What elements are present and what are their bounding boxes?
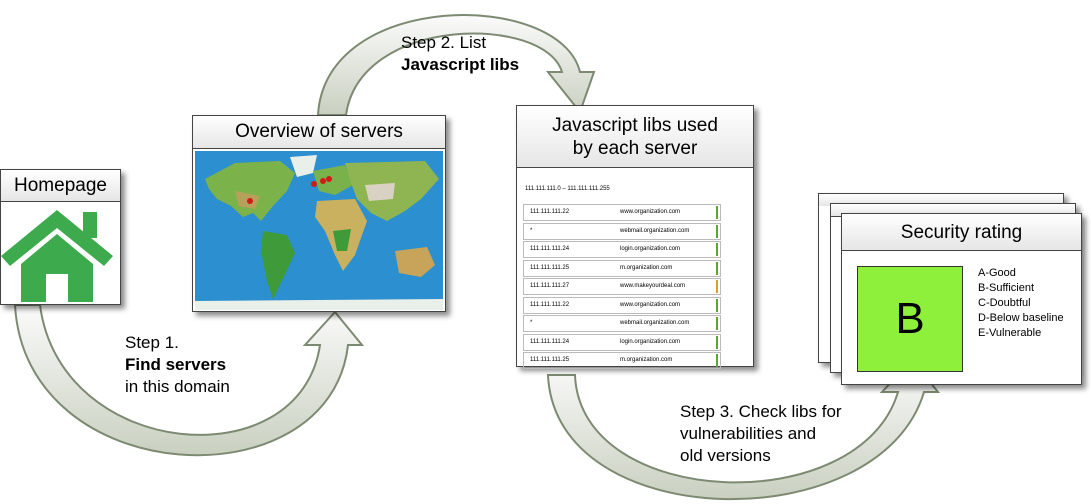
servers-overview-card: Overview of servers xyxy=(192,115,446,312)
status-indicator xyxy=(716,243,718,256)
rating-legend: A-Good B-Sufficient C-Doubtful D-Below b… xyxy=(978,266,1080,341)
server-host: login.organization.com xyxy=(620,338,681,345)
status-indicator xyxy=(716,280,718,293)
server-host: m.organization.com xyxy=(620,357,673,363)
step1-line2: Find servers xyxy=(125,355,227,374)
step2-line1: Step 2. List xyxy=(401,33,487,52)
server-host: www.organization.com xyxy=(620,301,681,308)
table-row: 111.111.111.22 www.organization.com xyxy=(523,296,721,314)
server-host: webmail.organization.com xyxy=(620,227,690,234)
server-ip: 111.111.111.25 xyxy=(530,357,570,363)
status-indicator xyxy=(716,206,718,219)
step2-label: Step 2. List Javascript libs xyxy=(401,32,519,76)
security-rating-title: Security rating xyxy=(842,214,1081,251)
server-ip: 111.111.111.25 xyxy=(530,264,570,271)
server-ip: 111.111.111.24 xyxy=(530,338,570,345)
status-indicator xyxy=(716,317,718,330)
status-indicator xyxy=(716,261,718,275)
server-host: www.organization.com xyxy=(620,209,681,215)
arrow-step2 xyxy=(316,14,596,116)
step2-line2: Javascript libs xyxy=(401,55,520,74)
server-ip: 111.111.111.22 xyxy=(530,301,570,308)
status-indicator xyxy=(716,298,718,312)
arrow-step1 xyxy=(13,304,365,457)
js-libs-title-line1: Javascript libs used xyxy=(552,115,718,136)
table-row: 111.111.111.25 m.organization.com xyxy=(523,259,721,277)
homepage-card: Homepage xyxy=(0,169,121,305)
step3-line3: old versions xyxy=(680,446,771,465)
table-row: 111.111.111.24 login.organization.com xyxy=(523,241,721,258)
server-ip: 111.111.111.24 xyxy=(530,246,570,252)
homepage-title: Homepage xyxy=(1,170,120,202)
js-libs-card: Javascript libs used by each server 111.… xyxy=(516,105,754,369)
world-map-image xyxy=(195,151,443,310)
server-ip: * xyxy=(530,227,533,234)
legend-item-c: C-Doubtful xyxy=(978,297,1031,309)
legend-item-a: A-Good xyxy=(978,267,1016,279)
table-row: 111.111.111.22 www.organization.com xyxy=(523,204,721,221)
step1-label: Step 1. Find servers in this domain xyxy=(125,332,230,398)
servers-overview-title: Overview of servers xyxy=(193,116,445,149)
status-indicator xyxy=(716,335,718,349)
table-row: 111.111.111.27 www.makeyourdeal.com xyxy=(523,278,721,295)
house-icon xyxy=(1,204,119,304)
legend-item-d: D-Below baseline xyxy=(978,312,1064,324)
server-ip: 111.111.111.22 xyxy=(530,209,570,215)
grade-letter: B xyxy=(895,294,925,343)
legend-item-b: B-Sufficient xyxy=(978,282,1035,294)
arrow-step3 xyxy=(546,358,941,500)
server-ip: 111.111.111.27 xyxy=(530,283,570,289)
server-host: www.makeyourdeal.com xyxy=(620,283,686,289)
step3-line1: Step 3. Check libs for xyxy=(680,402,842,421)
step1-line3: in this domain xyxy=(125,377,230,396)
server-host: m.organization.com xyxy=(620,264,673,271)
server-host: webmail.organization.com xyxy=(620,320,690,326)
security-rating-card: Security rating B A-Good B-Sufficient C-… xyxy=(841,213,1082,385)
server-ip: * xyxy=(530,320,533,326)
status-indicator xyxy=(716,224,718,238)
server-host: login.organization.com xyxy=(620,246,681,252)
grade-box: B xyxy=(857,266,963,372)
step3-line2: vulnerabilities and xyxy=(680,424,817,443)
ip-range-label: 111.111.111.0 – 111.111.111.255 xyxy=(525,186,610,192)
step3-label: Step 3. Check libs for vulnerabilities a… xyxy=(680,401,842,467)
js-libs-title: Javascript libs used by each server xyxy=(517,106,753,168)
legend-item-e: E-Vulnerable xyxy=(978,327,1042,339)
table-row: 111.111.111.24 login.organization.com xyxy=(523,333,721,351)
js-libs-table: 111.111.111.0 – 111.111.111.255 111.111.… xyxy=(517,168,752,369)
table-row: * webmail.organization.com xyxy=(523,315,721,332)
table-row: 111.111.111.25 m.organization.com xyxy=(523,352,721,369)
table-row: * webmail.organization.com xyxy=(523,222,721,240)
status-indicator xyxy=(716,354,718,367)
step1-line1: Step 1. xyxy=(125,333,179,352)
js-libs-title-line2: by each server xyxy=(572,138,698,159)
